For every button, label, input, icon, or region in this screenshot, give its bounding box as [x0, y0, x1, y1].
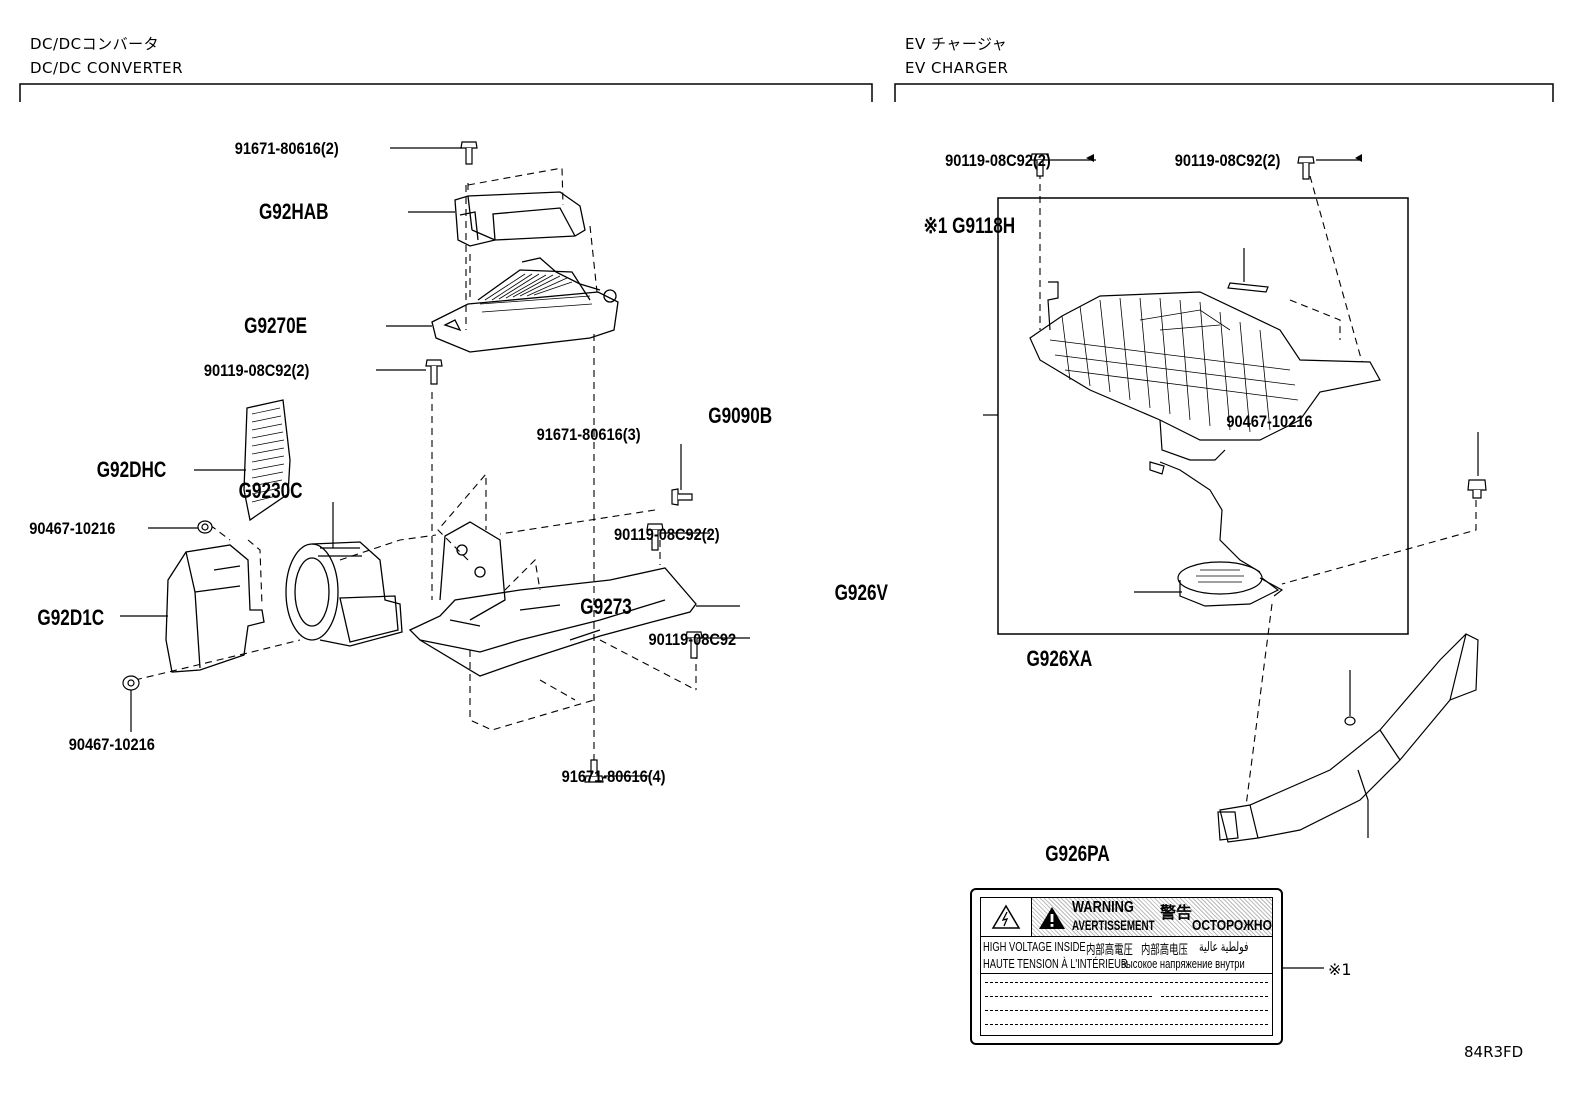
bolt-icon: [425, 359, 443, 385]
diagram-id: 84R3FD: [1464, 1043, 1524, 1061]
warning-text-kanji: 警告: [1160, 905, 1193, 922]
section-header-ev-charger: EV チャージャ EV CHARGER: [905, 32, 1008, 80]
warning-triangle-icon: [1039, 907, 1065, 929]
clip-icon: [197, 520, 213, 534]
hv-text-ru: высокое напряжение внутри: [1121, 956, 1245, 971]
bolt-icon: [584, 759, 604, 783]
blank-line: [985, 1010, 1268, 1011]
part-labels: 91671-80616(2) G92HAB G9270E 90119-08C92…: [29, 140, 1351, 979]
section-bracket-right: [894, 83, 1554, 102]
label-91671-80616-4: 91671-80616(4): [562, 768, 666, 786]
label-90119-08c92: 90119-08C92: [648, 631, 736, 649]
blank-line: [985, 996, 1152, 997]
clip-icon: [122, 675, 140, 691]
section-header-dcdc: DC/DCコンバータ DC/DC CONVERTER: [30, 32, 183, 80]
warning-label-inner: WARNING 警告 AVERTISSEMENT ОСТОРОЖНО HIGH …: [980, 897, 1273, 1036]
label-g9090b: G9090B: [708, 404, 772, 429]
hv-text-jp: 内部高電圧: [1086, 942, 1133, 957]
bolt-icon: [1030, 153, 1050, 177]
bolt-icons-right: [1030, 153, 1487, 499]
label-90467-10216-r: 90467-10216: [1226, 413, 1312, 431]
bolt-icon: [671, 488, 693, 506]
bolt-icon: [460, 141, 478, 165]
label-g9270e: G9270E: [244, 314, 307, 339]
section-title-en: EV CHARGER: [905, 59, 1009, 77]
bolt-icon: [646, 523, 664, 551]
label-g92dhc: G92DHC: [97, 458, 167, 483]
label-g9273: G9273: [580, 595, 632, 620]
hv-text-cn: 内部高电压: [1141, 942, 1188, 957]
bolt-icon: [1297, 156, 1315, 180]
label-90467-10216-a: 90467-10216: [29, 520, 115, 538]
warning-label-header: WARNING 警告 AVERTISSEMENT ОСТОРОЖНО: [981, 898, 1272, 937]
blank-line: [985, 982, 1268, 983]
warning-text: WARNING: [1072, 899, 1134, 916]
hv-text-en: HIGH VOLTAGE INSIDE: [983, 939, 1086, 954]
warning-text-fr: AVERTISSEMENT: [1072, 917, 1155, 933]
blank-line: [985, 1024, 1268, 1025]
dcdc-converter-assembly: [134, 167, 697, 765]
label-g92hab: G92HAB: [259, 200, 329, 225]
label-g926pa: G926PA: [1045, 842, 1110, 867]
hv-text-fr: HAUTE TENSION À L'INTÉRIEUR: [983, 956, 1128, 971]
clip-icon: [1467, 479, 1487, 499]
label-90467-10216-b: 90467-10216: [69, 736, 155, 754]
warning-text-ru: ОСТОРОЖНО: [1192, 917, 1272, 934]
label-90119-08c92-2b: 90119-08C92(2): [614, 526, 720, 544]
label-91671-80616-2: 91671-80616(2): [235, 140, 339, 158]
blank-line: [1161, 996, 1268, 997]
section-bracket-left: [19, 83, 873, 102]
label-91671-80616-3: 91671-80616(3): [537, 426, 641, 444]
label-90119-08c92-2a: 90119-08C92(2): [204, 362, 310, 380]
high-voltage-icon: [981, 898, 1032, 936]
leader-lines-left: [120, 147, 750, 777]
ev-charger-group-box: [997, 197, 1409, 635]
leader-lines-right: [983, 159, 1479, 969]
ev-charger-assembly: [1029, 172, 1479, 843]
label-g926xa: G926XA: [1026, 647, 1092, 672]
section-title-jp: EV チャージャ: [905, 35, 1008, 53]
label-g92d1c: G92D1C: [37, 606, 104, 631]
section-title-en: DC/DC CONVERTER: [30, 59, 184, 77]
label-90119-08c92-r1: 90119-08C92(2): [945, 152, 1051, 170]
warning-label-languages: HIGH VOLTAGE INSIDE 内部高電圧 内部高电压 فولطية ع…: [981, 937, 1272, 974]
label-plate-icon: [1227, 282, 1269, 293]
label-g9118h: ※1 G9118H: [924, 214, 1016, 239]
hv-text-ar: فولطية عالية: [1199, 939, 1249, 954]
warning-banner: WARNING 警告 AVERTISSEMENT ОСТОРОЖНО: [1032, 898, 1272, 936]
label-g9230c: G9230C: [239, 479, 303, 504]
label-g926v: G926V: [835, 581, 889, 606]
label-note-1: ※1: [1328, 960, 1352, 979]
section-title-jp: DC/DCコンバータ: [30, 35, 160, 53]
label-90119-08c92-r2: 90119-08C92(2): [1175, 152, 1281, 170]
warning-label: WARNING 警告 AVERTISSEMENT ОСТОРОЖНО HIGH …: [970, 888, 1283, 1045]
bolt-icons-left: [122, 141, 703, 783]
